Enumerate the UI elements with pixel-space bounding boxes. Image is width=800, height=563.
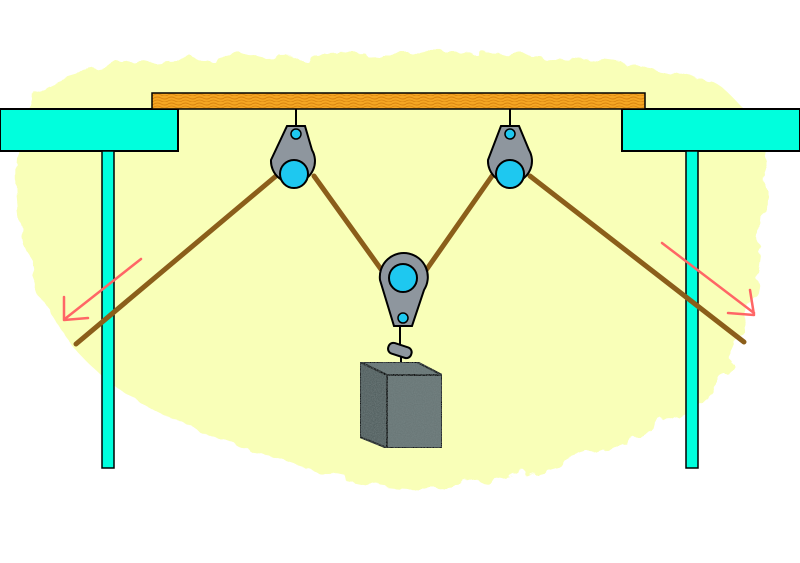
rope-segment-left-end	[73, 173, 279, 347]
weight-front-face	[386, 374, 443, 449]
right-table	[621, 108, 800, 469]
right-table-leg	[685, 150, 699, 469]
weight-side-face	[359, 360, 388, 450]
pulley-axle	[397, 312, 409, 324]
rope-segment-left-middle	[311, 173, 386, 275]
fixed-pulley-right	[486, 125, 533, 189]
pulley-axle	[290, 128, 302, 140]
pulley-wheel	[388, 263, 418, 293]
weight-block	[359, 360, 443, 450]
pulley-axle	[504, 128, 516, 140]
movable-pulley	[378, 252, 429, 327]
fixed-pulley-left	[269, 125, 316, 189]
left-table	[0, 108, 179, 469]
rope-segment-right-middle	[419, 173, 495, 279]
left-table-top	[0, 108, 179, 152]
weight-hook	[387, 341, 413, 360]
rope-segment-right-end	[527, 173, 747, 345]
right-pull-arrow	[660, 241, 756, 317]
beam	[151, 92, 646, 110]
pulley-wheel	[495, 159, 525, 189]
left-table-leg	[101, 150, 115, 469]
right-table-top	[621, 108, 800, 152]
pulley-wheel	[279, 159, 309, 189]
rope	[73, 173, 747, 347]
left-pull-arrow	[62, 257, 143, 322]
